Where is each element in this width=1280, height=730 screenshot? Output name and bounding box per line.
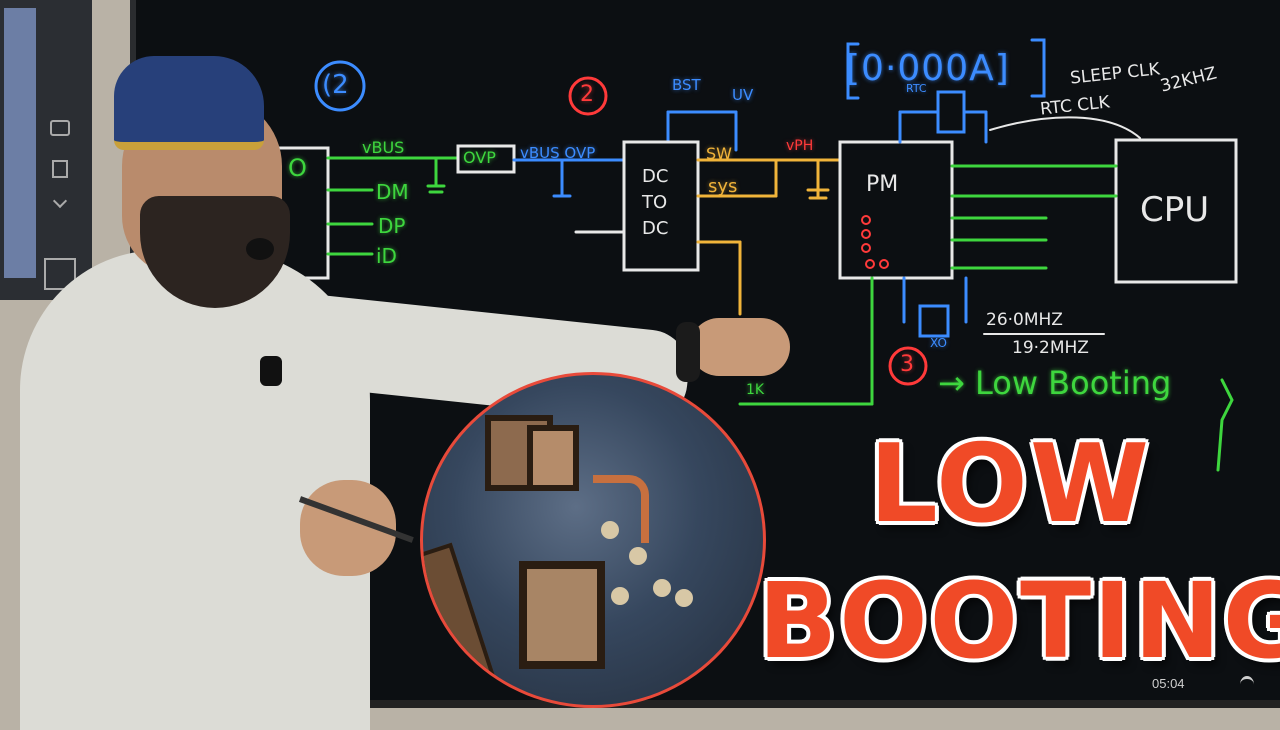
bst-label: BST [672, 76, 701, 94]
headset-mic [246, 238, 274, 260]
dm-label: DM [376, 180, 409, 204]
wifi-icon[interactable] [1240, 676, 1254, 693]
vph-label: vPH [786, 138, 813, 154]
headline-line-2: BOOTING [758, 566, 1258, 676]
cpu-label: CPU [1140, 190, 1209, 230]
step-3-label: 3 [900, 352, 914, 377]
xo-label: XO [930, 336, 947, 350]
ovp-label: OVP [463, 148, 496, 167]
vbus-ovp-label: vBUS OVP [520, 144, 595, 162]
freq-19mhz-label: 19·2MHZ [1012, 338, 1089, 358]
presenter-cap [114, 56, 264, 150]
dp-label: DP [378, 214, 405, 238]
dc-label-1: DC [642, 166, 668, 187]
resistor-1k-label: 1K [746, 382, 764, 398]
pcb-component-2 [527, 425, 579, 491]
dc-label-2: TO [642, 192, 667, 213]
vbus-label: vBUS [362, 138, 404, 157]
pcb-component-3 [519, 561, 605, 669]
sw-label: SW [706, 144, 732, 163]
freq-26mhz-label: 26·0MHZ [986, 310, 1063, 330]
uv-label: UV [732, 86, 753, 104]
pm-label: PM [866, 172, 898, 197]
headline-line-1: LOW [860, 430, 1160, 540]
pcb-pad-5 [675, 589, 693, 607]
taskbar-clock: 05:04 [1152, 676, 1185, 691]
pcb-zoom-inset [420, 372, 766, 708]
step-1-label: (2 [322, 70, 349, 100]
ammeter-reading: [0·000A] [846, 48, 1010, 89]
step-2-label: 2 [580, 82, 594, 107]
pcb-pad-1 [601, 521, 619, 539]
rtc-crystal [900, 92, 986, 142]
pcb-pad-3 [611, 587, 629, 605]
wristwatch [676, 322, 700, 382]
xo-crystal [904, 278, 966, 336]
pm-box [840, 142, 952, 278]
sys-label: sys [708, 176, 737, 197]
id-label: iD [376, 244, 397, 268]
low-booting-note: → Low Booting [938, 364, 1171, 402]
lapel-mic [260, 356, 282, 386]
connector-o-label: O [288, 154, 307, 182]
pcb-pad-2 [629, 547, 647, 565]
pcb-pad-4 [653, 579, 671, 597]
rtc-label: RTC [906, 82, 927, 95]
connector-lines [328, 158, 458, 254]
dc-label-3: DC [642, 218, 668, 239]
presenter-hand [690, 318, 790, 376]
pm-pins [862, 216, 888, 268]
